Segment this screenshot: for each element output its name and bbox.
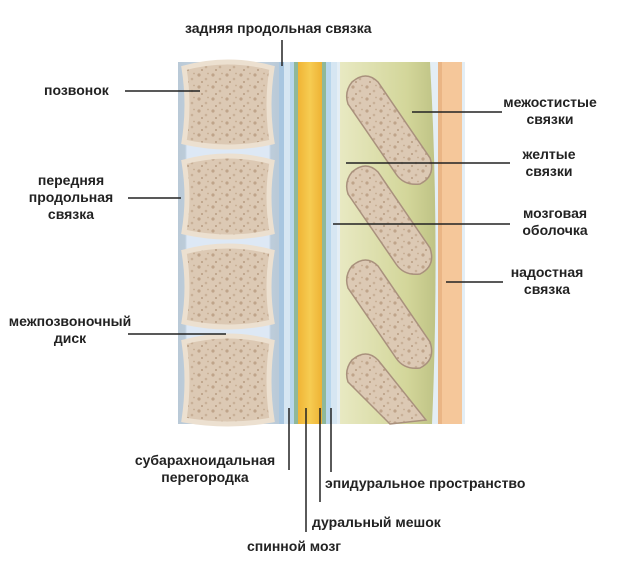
vertebra-body-3 [181, 243, 275, 330]
label-yellow-line1: желтые [522, 146, 576, 162]
posterior-ligament-strip [279, 62, 284, 424]
label-yellow-line2: связки [525, 163, 573, 179]
label-subarachnoid-line1: субарахноидальная [134, 452, 276, 468]
label-epidural: эпидуральное пространство [325, 475, 526, 491]
label-anterior-ligament-line1: передняя [37, 172, 105, 188]
label-subarachnoid-line2: перегородка [161, 469, 249, 485]
spinal-cord [298, 62, 322, 424]
label-yellow: желтые связки [512, 146, 586, 180]
vertebra-body-1 [181, 59, 275, 150]
label-anterior-ligament-line2: продольная [28, 189, 114, 205]
spinous-process-2 [345, 165, 433, 276]
label-interspinous-line2: связки [526, 111, 574, 127]
label-supraspinous-line2: связка [523, 281, 571, 297]
vertebra-body-4 [181, 333, 275, 427]
spinous-processes [345, 75, 433, 425]
arachnoid-front [290, 62, 294, 424]
label-disc: межпозвоночный диск [6, 313, 134, 347]
label-subarachnoid: субарахноидальная перегородка [132, 452, 278, 486]
label-interspinous-line1: межостистые [503, 94, 597, 110]
label-disc-line2: диск [53, 330, 87, 346]
spinous-process-4 [345, 353, 428, 425]
label-dural-sac: дуральный мешок [312, 514, 441, 530]
label-anterior-ligament: передняя продольная связка [26, 172, 116, 223]
spinous-process-3 [345, 259, 433, 370]
label-meninges-line2: оболочка [522, 222, 588, 238]
label-spinal-cord: спинной мозг [247, 538, 342, 554]
epidural-back [331, 62, 337, 424]
label-disc-line1: межпозвоночный [8, 313, 132, 329]
label-interspinous: межостистые связки [498, 94, 602, 128]
dura-back [322, 62, 326, 424]
label-vertebra: позвонок [44, 82, 109, 98]
label-meninges: мозговая оболочка [510, 205, 600, 239]
epidural-front [284, 62, 290, 424]
label-meninges-line1: мозговая [522, 205, 588, 221]
label-posterior-ligament: задняя продольная связка [185, 20, 372, 36]
vertebra-body-2 [181, 153, 275, 240]
leader-lines [125, 40, 510, 532]
label-supraspinous-line1: надостная [510, 264, 584, 280]
label-supraspinous: надостная связка [502, 264, 592, 298]
dura-front [294, 62, 298, 424]
label-anterior-ligament-line3: связка [47, 206, 95, 222]
arachnoid-back [326, 62, 331, 424]
vertebral-bodies [181, 59, 275, 427]
spinous-process-1 [345, 75, 433, 186]
